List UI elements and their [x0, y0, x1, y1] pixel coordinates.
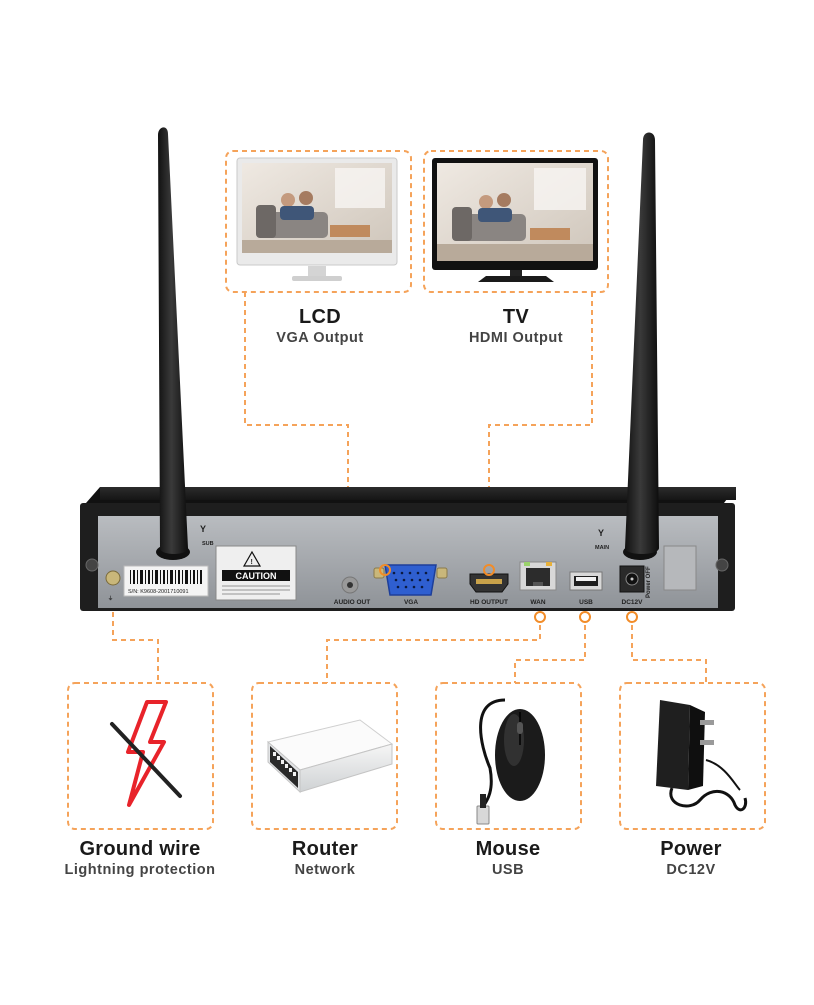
svg-text:Y: Y	[598, 528, 604, 538]
port-label-audio-out: AUDIO OUT	[334, 599, 371, 606]
svg-text:Y: Y	[200, 524, 206, 534]
router-frame	[251, 682, 398, 830]
hdmi-port	[469, 564, 509, 593]
lcd-subtitle: VGA Output	[276, 330, 364, 346]
power-connector-line	[631, 625, 707, 683]
wan-port	[519, 561, 557, 591]
port-label-hd-output: HD OUTPUT	[470, 599, 508, 606]
dc-power-port	[619, 565, 645, 593]
ground-screw	[105, 570, 121, 586]
monitor-icon	[236, 157, 398, 281]
nvr-recorder: ⏚ S/N: K9608-2001710091 ! CAUTION Y SUB …	[80, 487, 736, 623]
usb-connector-line	[514, 625, 586, 683]
vga-connector-line	[244, 292, 385, 571]
router-subtitle: Network	[294, 862, 356, 878]
antenna-main	[623, 132, 659, 560]
tv-frame	[423, 150, 609, 293]
serial-number: S/N: K9608-2001710091	[128, 589, 189, 595]
svg-text:⏚: ⏚	[108, 595, 113, 602]
blank-plate	[663, 545, 697, 591]
wan-connector-line	[326, 625, 541, 683]
tv-title: TV	[502, 306, 530, 328]
antenna-sub	[156, 127, 190, 560]
mouse-title: Mouse	[475, 838, 541, 860]
ground-frame	[67, 682, 214, 830]
ground-connector-line	[112, 603, 159, 683]
mouse-icon	[476, 698, 545, 825]
ground-wire-title: Ground wire	[79, 838, 201, 860]
power-subtitle: DC12V	[666, 862, 716, 878]
lcd-frame	[225, 150, 412, 293]
port-label-vga: VGA	[404, 599, 418, 606]
port-label-wan: WAN	[530, 599, 545, 606]
power-adapter-icon	[656, 700, 748, 812]
power-title: Power	[660, 838, 722, 860]
tv-icon	[432, 158, 598, 282]
ground-wire-subtitle: Lightning protection	[64, 862, 216, 878]
port-label-usb: USB	[579, 599, 593, 606]
caution-text: CAUTION	[236, 571, 277, 581]
antenna-main-label: MAIN	[595, 545, 609, 551]
tv-subtitle: HDMI Output	[468, 330, 564, 346]
router-icon	[266, 719, 394, 794]
mouse-frame	[435, 682, 582, 830]
usb-port	[569, 571, 603, 591]
vga-port	[373, 564, 448, 596]
port-label-dc12v: DC12V	[622, 599, 644, 606]
lightning-prohibited-icon	[110, 700, 182, 807]
router-title: Router	[291, 838, 359, 860]
antenna-sub-label: SUB	[202, 541, 214, 547]
svg-text:!: !	[251, 559, 253, 566]
power-frame	[619, 682, 766, 830]
power-off-label: Power OFF	[646, 566, 652, 598]
mouse-subtitle: USB	[491, 862, 525, 878]
lcd-title: LCD	[298, 306, 341, 328]
